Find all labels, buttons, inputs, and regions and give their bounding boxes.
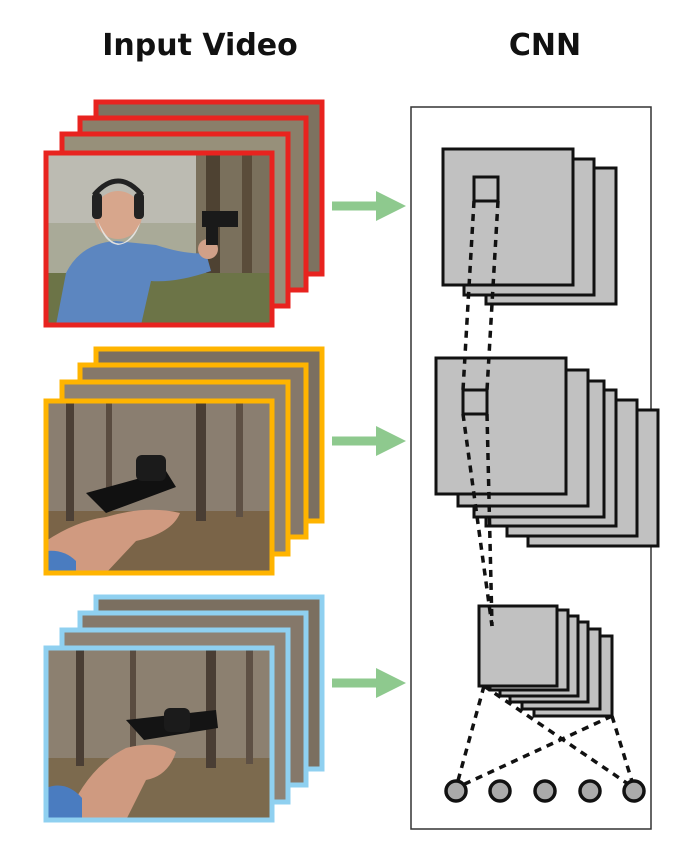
arrow-top bbox=[332, 191, 406, 221]
cnn-title: CNN bbox=[508, 28, 582, 63]
input-video-title: Input Video bbox=[102, 28, 298, 63]
cnn-layer-3 bbox=[477, 604, 614, 718]
output-neuron bbox=[622, 779, 646, 803]
video-frame bbox=[43, 150, 275, 328]
frame-stack-top bbox=[43, 99, 325, 328]
dashed-connections bbox=[454, 200, 636, 790]
cnn-layer-2 bbox=[434, 356, 660, 548]
feature-map bbox=[477, 604, 559, 688]
arrow-middle bbox=[332, 426, 406, 456]
frame-stack-bottom bbox=[43, 594, 325, 823]
cnn-layer-1 bbox=[441, 147, 618, 306]
video-frame bbox=[43, 398, 275, 576]
output-neuron bbox=[488, 779, 512, 803]
feature-map bbox=[434, 356, 568, 496]
receptive-field bbox=[472, 175, 500, 203]
receptive-field bbox=[461, 388, 489, 416]
output-neuron bbox=[578, 779, 602, 803]
output-neuron bbox=[533, 779, 557, 803]
frame-stack-middle bbox=[43, 346, 325, 576]
feature-map bbox=[441, 147, 575, 287]
output-layer bbox=[444, 779, 646, 803]
output-neuron bbox=[444, 779, 468, 803]
video-frame bbox=[43, 645, 275, 823]
arrow-bottom bbox=[332, 668, 406, 698]
